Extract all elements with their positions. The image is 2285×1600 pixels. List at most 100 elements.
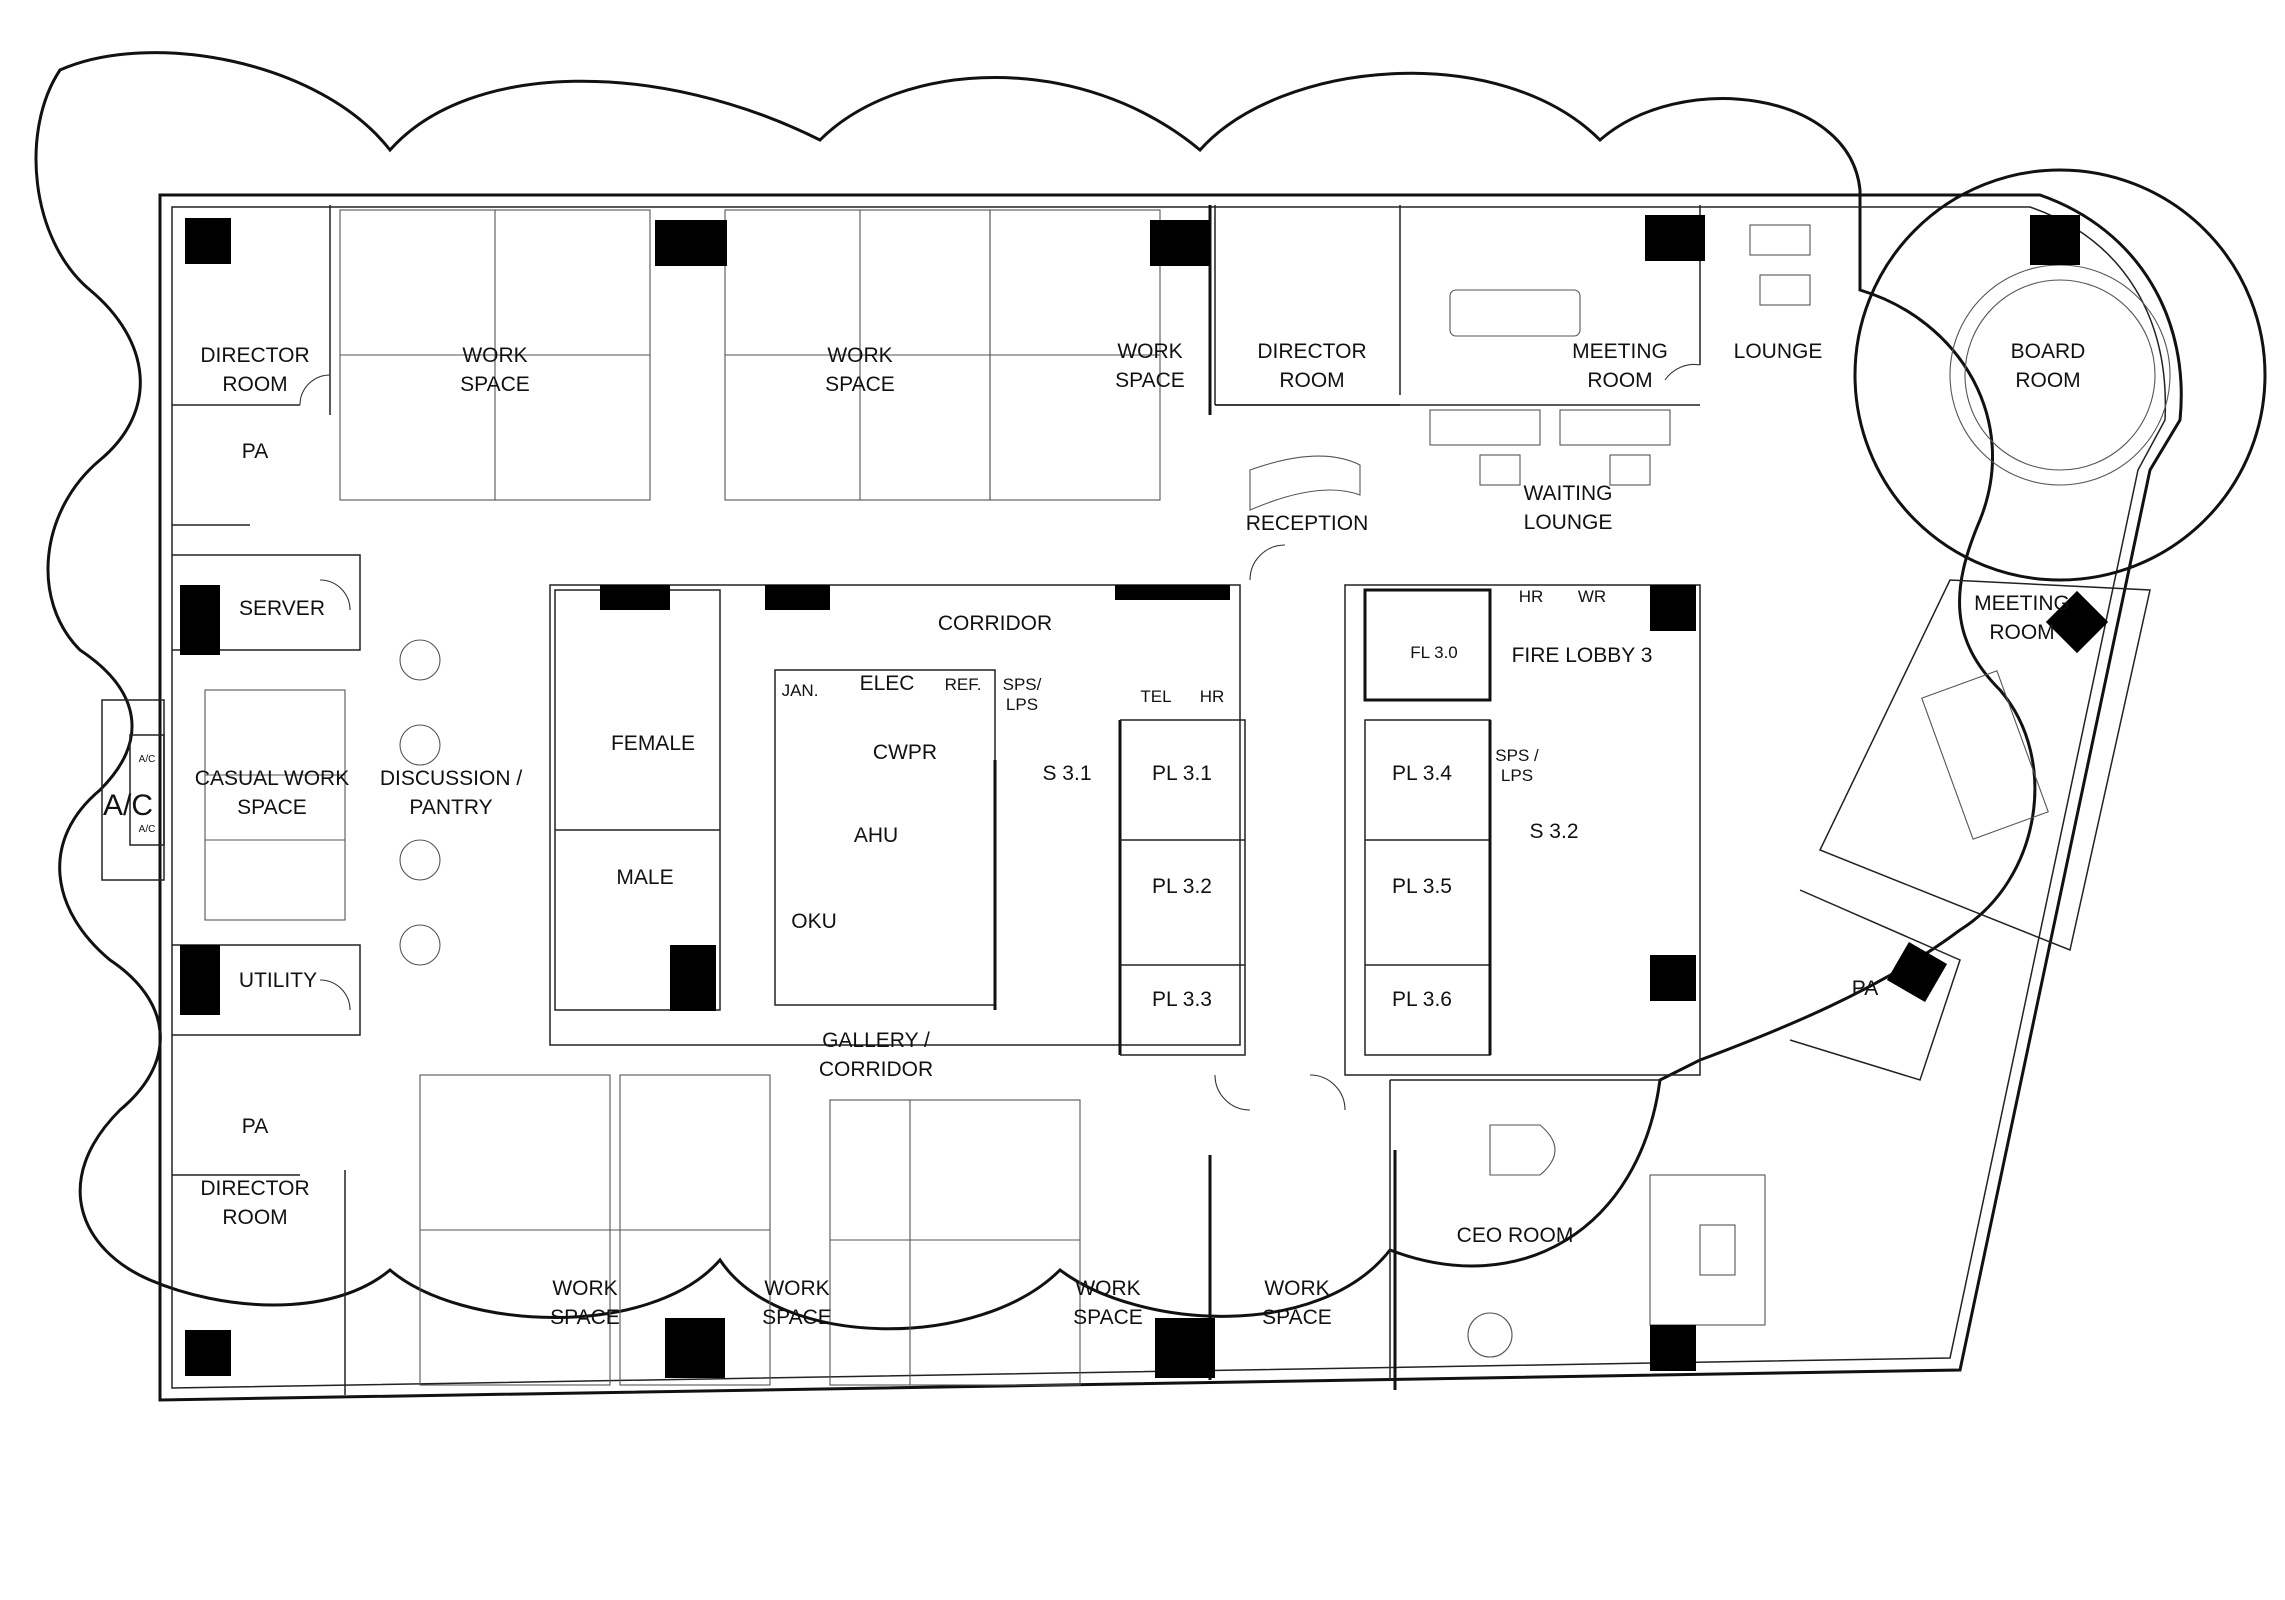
room-label-line: PA xyxy=(242,1115,268,1138)
room-label-line: WAITING xyxy=(1523,482,1612,505)
room-label-line: PL 3.2 xyxy=(1152,875,1212,898)
room-label-wr: WR xyxy=(1578,587,1606,606)
room-label-line: WORK xyxy=(1075,1277,1140,1300)
room-label-line: LOUNGE xyxy=(1734,340,1823,363)
room-label-line: SPACE xyxy=(1073,1306,1143,1329)
room-label-line: REF. xyxy=(945,675,982,694)
room-label-line: WR xyxy=(1578,587,1606,606)
room-label-work-space-nc: WORK SPACE xyxy=(825,344,895,396)
room-label-line: SERVER xyxy=(239,597,325,620)
room-label-sps-lps-e: SPS /LPS xyxy=(1495,746,1539,785)
room-label-ceo-room: CEO ROOM xyxy=(1457,1224,1574,1247)
room-label-line: TEL xyxy=(1140,687,1171,706)
room-label-line: WORK xyxy=(552,1277,617,1300)
room-label-line: SPACE xyxy=(1262,1306,1332,1329)
room-label-line: ROOM xyxy=(1989,621,2054,644)
room-label-gallery-corridor: GALLERY /CORRIDOR xyxy=(819,1029,933,1081)
doors xyxy=(299,363,1701,1111)
room-label-line: LOUNGE xyxy=(1524,511,1613,534)
room-label-line: SPACE xyxy=(237,796,307,819)
room-label-line: AHU xyxy=(854,824,898,847)
room-label-pl-3-3: PL 3.3 xyxy=(1152,988,1212,1011)
room-label-tel: TEL xyxy=(1140,687,1171,706)
room-label-fire-lobby-3: FIRE LOBBY 3 xyxy=(1512,644,1653,667)
room-label-line: PL 3.5 xyxy=(1392,875,1452,898)
room-label-hr-c: HR xyxy=(1200,687,1225,706)
room-label-line: DIRECTOR xyxy=(1257,340,1366,363)
room-label-line: HR xyxy=(1200,687,1225,706)
room-label-utility: UTILITY xyxy=(239,969,317,992)
room-label-line: LPS xyxy=(1501,766,1533,785)
room-label-sps-lps-w: SPS/LPS xyxy=(1003,675,1042,714)
room-label-ahu: AHU xyxy=(854,824,898,847)
room-label-line: PANTRY xyxy=(409,796,492,819)
room-label-jan: JAN. xyxy=(782,681,819,700)
room-label-director-room-ne: DIRECTOR ROOM xyxy=(1257,340,1366,392)
room-label-elec: ELEC xyxy=(860,672,915,695)
room-label-s-3-2: S 3.2 xyxy=(1529,820,1578,843)
furniture xyxy=(204,209,2049,1386)
room-label-line: WORK xyxy=(827,344,892,367)
room-label-line: ROOM xyxy=(222,1206,287,1229)
room-label-fl-3-0: FL 3.0 xyxy=(1410,643,1458,662)
room-label-line: ROOM xyxy=(222,373,287,396)
room-label-lounge: LOUNGE xyxy=(1734,340,1823,363)
room-label-pl-3-1: PL 3.1 xyxy=(1152,762,1212,785)
room-label-line: S 3.1 xyxy=(1042,762,1091,785)
room-label-line: LPS xyxy=(1006,695,1038,714)
room-label-director-room-sw: DIRECTOR ROOM xyxy=(200,1177,309,1229)
room-label-line: RECEPTION xyxy=(1246,512,1369,535)
room-label-s-3-1: S 3.1 xyxy=(1042,762,1091,785)
room-label-line: DIRECTOR xyxy=(200,344,309,367)
room-label-line: MEETING xyxy=(1572,340,1668,363)
room-label-oku: OKU xyxy=(791,910,837,933)
room-label-line: PL 3.4 xyxy=(1392,762,1452,785)
room-label-line: PL 3.1 xyxy=(1152,762,1212,785)
room-label-discussion-pantry: DISCUSSION / PANTRY xyxy=(380,767,523,819)
room-label-line: S 3.2 xyxy=(1529,820,1578,843)
room-label-pa-sw: PA xyxy=(242,1115,268,1138)
ac-unit-label: A/C xyxy=(103,789,153,822)
room-label-line: ELEC xyxy=(860,672,915,695)
room-label-line: CORRIDOR xyxy=(938,612,1052,635)
room-label-server: SERVER xyxy=(239,597,325,620)
room-label-male: MALE xyxy=(616,866,673,889)
room-label-meeting-room-e: MEETING ROOM xyxy=(1974,592,2070,644)
room-label-pa-e: PA xyxy=(1852,977,1878,1000)
room-label-pa-nw: PA xyxy=(242,440,268,463)
room-label-reception: RECEPTION xyxy=(1246,512,1369,535)
room-label-line: PL 3.6 xyxy=(1392,988,1452,1011)
room-label-corridor: CORRIDOR xyxy=(938,612,1052,635)
room-label-pl-3-6: PL 3.6 xyxy=(1392,988,1452,1011)
room-label-casual-work-space: CASUAL WORK SPACE xyxy=(195,767,349,819)
room-label-line: SPACE xyxy=(762,1306,832,1329)
room-label-line: BOARD xyxy=(2011,340,2086,363)
room-label-line: HR xyxy=(1519,587,1544,606)
building-envelope xyxy=(34,51,2037,1331)
room-label-line: DIRECTOR xyxy=(200,1177,309,1200)
room-label-line: DISCUSSION / xyxy=(380,767,523,790)
room-label-line: SPACE xyxy=(1115,369,1185,392)
room-label-line: SPACE xyxy=(825,373,895,396)
room-label-pl-3-5: PL 3.5 xyxy=(1392,875,1452,898)
room-label-director-room-nw: DIRECTOR ROOM xyxy=(200,344,309,396)
room-label-line: CORRIDOR xyxy=(819,1058,933,1081)
room-label-cwpr: CWPR xyxy=(873,741,937,764)
room-label-line: SPACE xyxy=(460,373,530,396)
room-label-work-space-se: WORK SPACE xyxy=(1073,1277,1143,1329)
room-label-line: ROOM xyxy=(1279,369,1344,392)
room-label-line: CASUAL WORK xyxy=(195,767,349,790)
room-label-line: FEMALE xyxy=(611,732,695,755)
room-label-line: FL 3.0 xyxy=(1410,643,1458,662)
room-label-line: PA xyxy=(242,440,268,463)
room-label-line: MEETING xyxy=(1974,592,2070,615)
room-label-line: OKU xyxy=(791,910,837,933)
room-label-line: UTILITY xyxy=(239,969,317,992)
room-label-line: CEO ROOM xyxy=(1457,1224,1574,1247)
room-label-line: FIRE LOBBY 3 xyxy=(1512,644,1653,667)
